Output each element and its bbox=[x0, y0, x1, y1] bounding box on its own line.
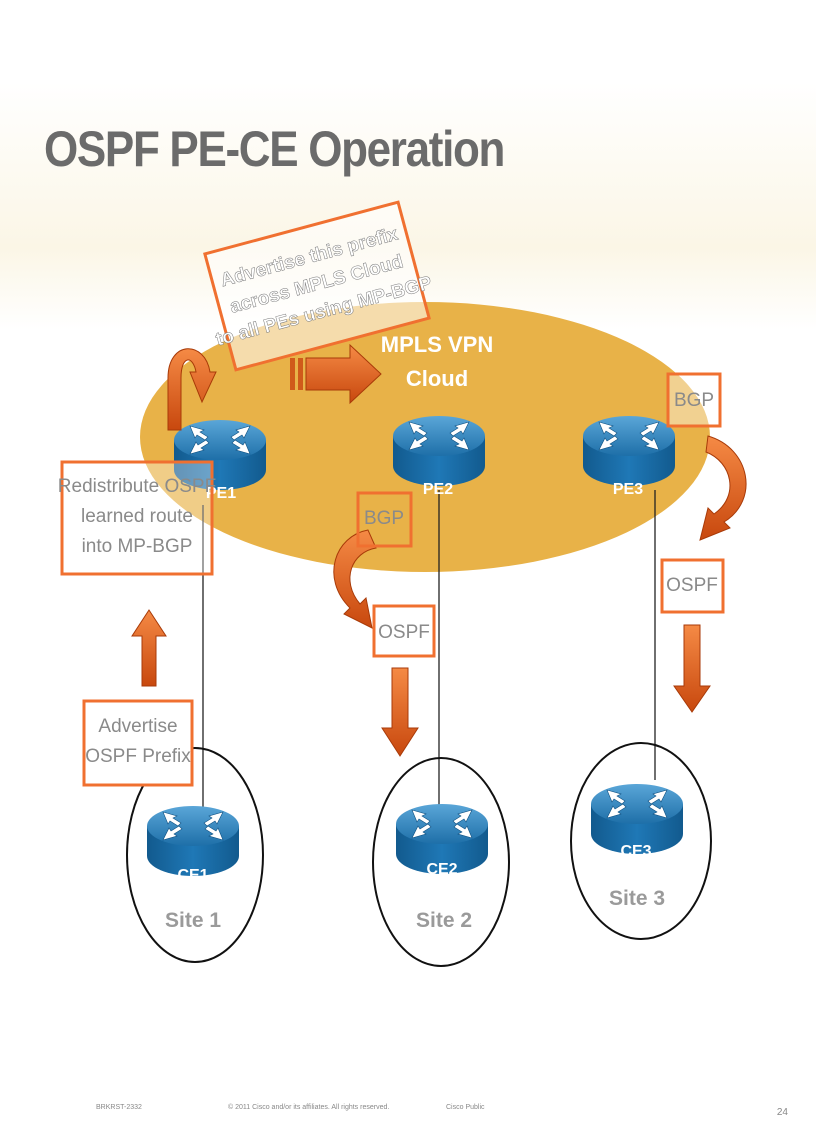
bgp-pe2-box bbox=[356, 491, 413, 548]
site2-label: Site 2 bbox=[416, 909, 472, 932]
pe3-down-arrow bbox=[673, 624, 711, 713]
pe2-label: PE2 bbox=[423, 481, 453, 498]
bgp-pe3-label: BGP bbox=[674, 390, 714, 411]
bgp-pe3-box bbox=[666, 372, 722, 428]
pe2-down-arrow bbox=[381, 667, 419, 757]
cloud-label-line2: Cloud bbox=[406, 366, 468, 391]
redistribute-line3: into MP-BGP bbox=[82, 536, 193, 557]
ce3-label: CE3 bbox=[620, 843, 651, 860]
page-number: 24 bbox=[776, 1107, 788, 1118]
mp-bgp-right-arrow bbox=[290, 343, 382, 405]
advertise-ospf-line1: Advertise bbox=[98, 716, 177, 737]
site2-circle bbox=[372, 757, 510, 967]
redistribute-line1: Redistribute OSPF bbox=[58, 476, 216, 497]
pe3-label: PE3 bbox=[613, 481, 643, 498]
advertise-prefix-callout-box bbox=[203, 200, 431, 372]
site1-label: Site 1 bbox=[165, 909, 221, 932]
redistribute-line2: learned route bbox=[81, 506, 193, 527]
router-ce1-icon bbox=[146, 805, 240, 877]
footer-copyright: © 2011 Cisco and/or its affiliates. All … bbox=[228, 1104, 390, 1111]
pe3-curved-arrow bbox=[699, 435, 747, 541]
pe2-curved-arrow bbox=[333, 529, 377, 629]
advertise-ospf-callout-box bbox=[82, 699, 194, 787]
ospf-pe3-box bbox=[660, 558, 725, 614]
ce1-up-arrow bbox=[131, 609, 167, 687]
advertise-ospf-line2: OSPF Prefix bbox=[85, 746, 191, 767]
site1-circle bbox=[126, 747, 264, 963]
ce2-label: CE2 bbox=[426, 861, 457, 878]
router-pe2-icon bbox=[392, 415, 486, 487]
site3-circle bbox=[570, 742, 712, 940]
ce1-label: CE1 bbox=[177, 867, 208, 884]
footer-session-id: BRKRST-2332 bbox=[96, 1104, 142, 1111]
bgp-pe2-label: BGP bbox=[364, 508, 404, 529]
router-pe3-icon bbox=[582, 415, 676, 487]
slide-title: OSPF PE-CE Operation bbox=[44, 121, 505, 177]
ospf-pe2-box bbox=[372, 604, 436, 658]
pe1-loop-arrow bbox=[167, 348, 217, 431]
cloud-label-line1: MPLS VPN bbox=[381, 332, 493, 357]
footer-classification: Cisco Public bbox=[446, 1104, 485, 1111]
ospf-pe3-label: OSPF bbox=[666, 575, 718, 596]
site3-label: Site 3 bbox=[609, 887, 665, 910]
redistribute-callout-box bbox=[60, 460, 214, 576]
ospf-pe2-label: OSPF bbox=[378, 622, 430, 643]
